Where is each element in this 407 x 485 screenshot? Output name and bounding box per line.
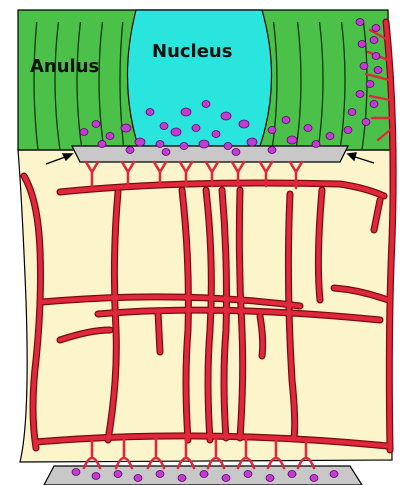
anulus-label: Anulus: [30, 56, 99, 77]
nucleus-label: Nucleus: [152, 41, 232, 62]
top-endplate: [72, 146, 348, 162]
nucleus-pulposus: [127, 10, 271, 146]
